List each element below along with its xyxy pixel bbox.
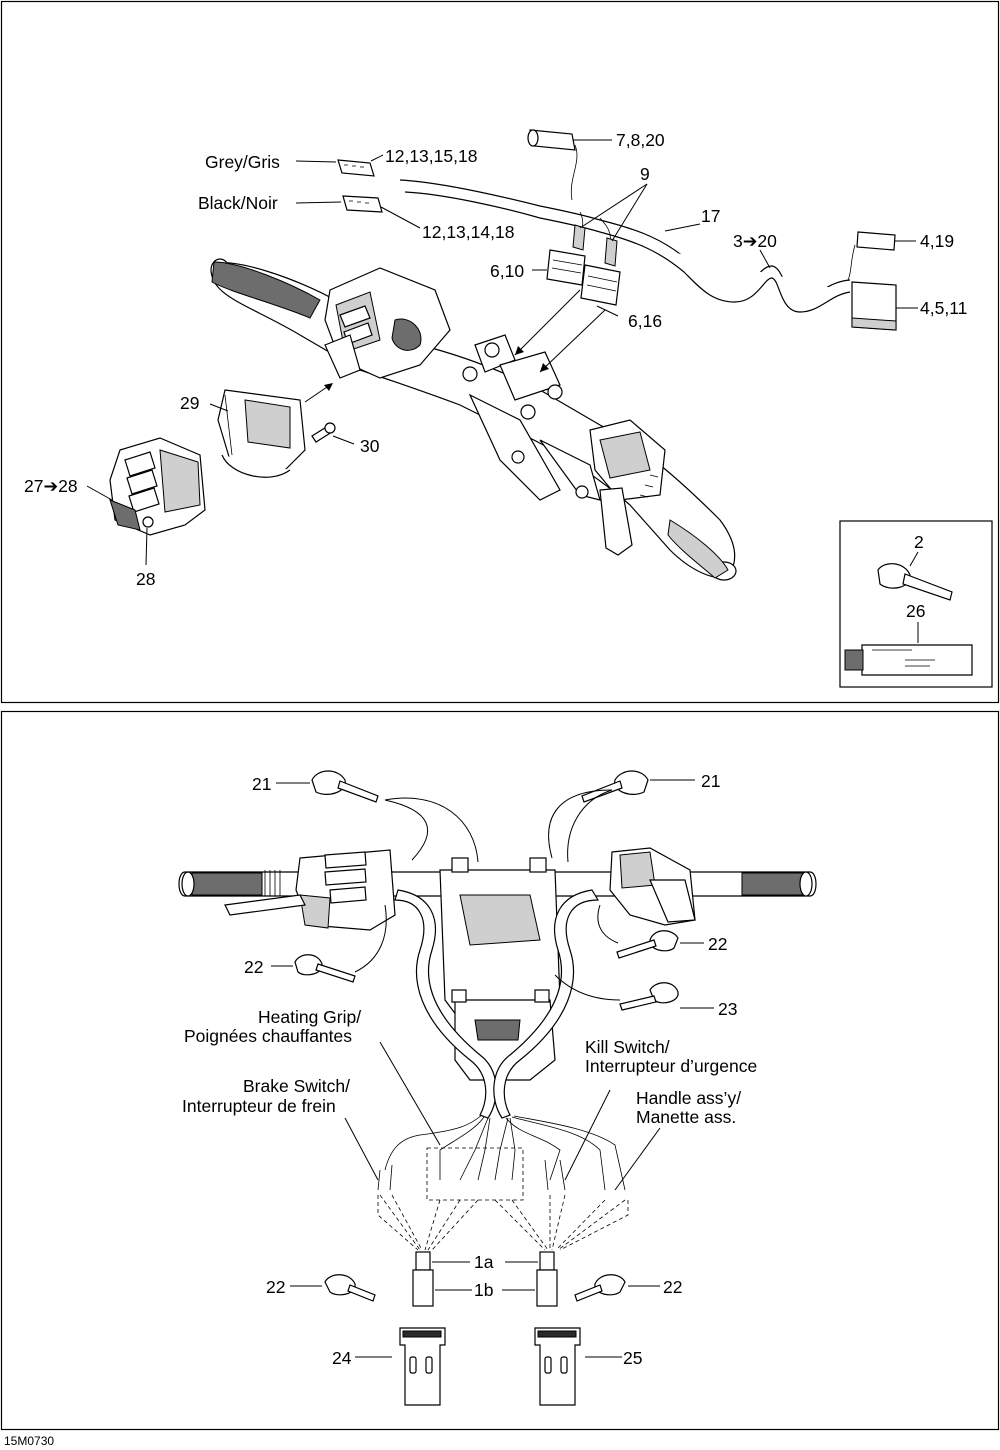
label-poignees-chauffantes: Poignées chauffantes <box>184 1026 352 1046</box>
label-manette-ass: Manette ass. <box>636 1107 736 1127</box>
connector-1a-1b <box>412 1251 558 1307</box>
connector-6-16 <box>580 237 621 306</box>
grease-tube-inset <box>844 622 973 676</box>
label-26: 26 <box>906 601 925 621</box>
label-handle-assy: Handle ass’y/ <box>636 1088 741 1108</box>
label-12-13-15-18: 12,13,15,18 <box>385 146 477 166</box>
switch-27-28 <box>109 437 206 536</box>
label-27-to-28: 27➔28 <box>24 476 78 496</box>
connector-7-8-20 <box>527 129 576 151</box>
screw-30 <box>311 422 336 443</box>
label-black-noir: Black/Noir <box>198 193 278 213</box>
top-panel-frame <box>0 0 1000 704</box>
label-kill-switch: Kill Switch/ <box>585 1037 670 1057</box>
connector-6-10 <box>546 224 586 286</box>
bottom-panel-frame <box>0 710 1000 1431</box>
figure-id: 15M0730 <box>4 1434 54 1448</box>
bottom-leader-lines <box>271 779 714 1358</box>
label-12-13-14-18: 12,13,14,18 <box>422 222 514 242</box>
label-1a: 1a <box>474 1252 494 1272</box>
label-grey-gris: Grey/Gris <box>205 152 280 172</box>
inset-box <box>839 520 993 688</box>
label-29: 29 <box>180 393 199 413</box>
label-interrupteur-frein: Interrupteur de frein <box>182 1096 336 1116</box>
label-3-to-20: 3➔20 <box>733 231 777 251</box>
label-9: 9 <box>640 164 650 184</box>
label-7-8-20: 7,8,20 <box>616 130 665 150</box>
wire-bundles <box>377 889 626 1191</box>
label-24: 24 <box>332 1348 352 1368</box>
label-28: 28 <box>136 569 155 589</box>
cable-ties-bottom <box>294 770 679 1302</box>
label-6-16: 6,16 <box>628 311 662 331</box>
handlebar-assembly-top <box>210 258 737 581</box>
label-22-right-lower: 22 <box>663 1277 682 1297</box>
label-1b: 1b <box>474 1280 493 1300</box>
housing-25 <box>534 1327 581 1406</box>
top-leader-lines <box>86 139 918 566</box>
connector-4-19 <box>847 231 896 281</box>
label-30: 30 <box>360 436 380 456</box>
handlebar-assembly-bottom <box>178 847 817 1081</box>
connector-4-5-11 <box>851 281 897 331</box>
label-brake-switch: Brake Switch/ <box>243 1076 350 1096</box>
label-17: 17 <box>701 206 720 226</box>
dashed-routing <box>377 1147 629 1251</box>
label-4-19: 4,19 <box>920 231 954 251</box>
label-interrupteur-urgence: Interrupteur d’urgence <box>585 1056 757 1076</box>
label-21-left: 21 <box>252 774 271 794</box>
cover-29 <box>217 389 306 478</box>
label-21-right: 21 <box>701 771 720 791</box>
label-22-right-upper: 22 <box>708 934 727 954</box>
label-4-5-11: 4,5,11 <box>920 298 967 318</box>
label-25: 25 <box>623 1348 642 1368</box>
cable-tie-inset <box>877 551 953 601</box>
label-2: 2 <box>914 532 924 552</box>
label-22-left-lower: 22 <box>266 1277 285 1297</box>
housing-24 <box>399 1327 446 1406</box>
connector-black <box>342 195 383 213</box>
label-6-10: 6,10 <box>490 261 524 281</box>
label-22-left-upper: 22 <box>244 957 263 977</box>
connector-grey <box>337 159 375 177</box>
label-heating-grip: Heating Grip/ <box>258 1007 361 1027</box>
label-23: 23 <box>718 999 737 1019</box>
